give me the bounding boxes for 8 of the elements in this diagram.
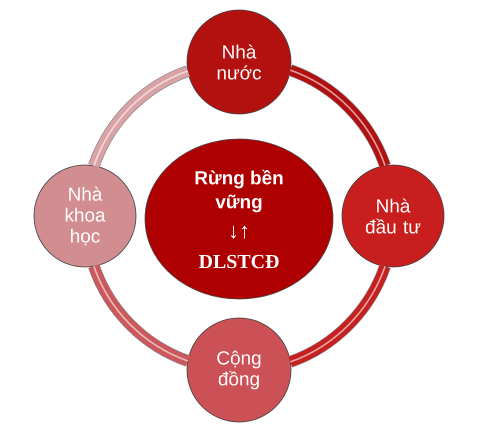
ring-arc — [288, 64, 391, 168]
ring-arc — [88, 264, 190, 366]
circle-node: Nhà khoa học — [34, 164, 136, 268]
ring-arc — [288, 264, 391, 368]
circle-node: Nhà nước — [186, 10, 292, 114]
ring-arc — [88, 66, 190, 168]
circle-node: Cộng đồng — [186, 318, 292, 422]
circle-node: Nhà đầu tư — [342, 164, 444, 268]
